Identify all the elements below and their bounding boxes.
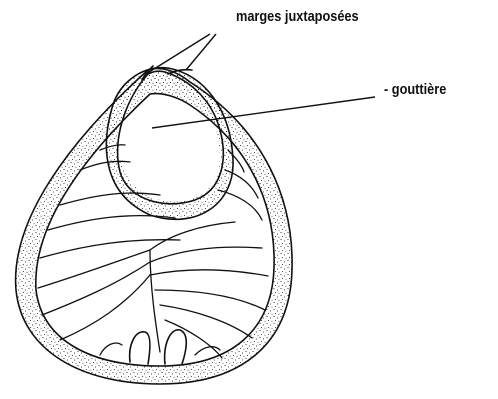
label-gouttiere: - gouttière	[384, 82, 446, 97]
marges-leader-line-1	[146, 34, 210, 74]
label-marges-juxtaposees: marges juxtaposées	[236, 9, 359, 24]
